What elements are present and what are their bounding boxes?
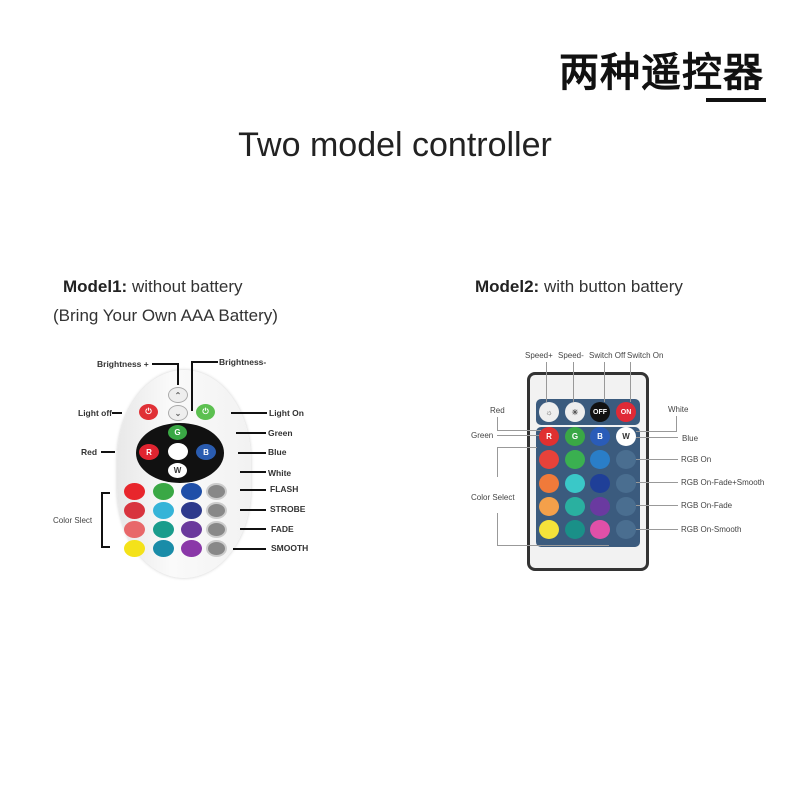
label-switch-on: Switch On bbox=[627, 351, 664, 360]
color-button[interactable] bbox=[181, 521, 202, 538]
red-button[interactable]: R bbox=[139, 444, 159, 460]
label-smooth: SMOOTH bbox=[271, 543, 309, 553]
label-blue-2: Blue bbox=[682, 434, 699, 443]
color-button[interactable] bbox=[124, 540, 145, 557]
blue-button-2[interactable]: B bbox=[590, 427, 610, 446]
model2-desc: with button battery bbox=[539, 277, 683, 296]
label-color-select: Color Slect bbox=[53, 516, 93, 525]
label-switch-off: Switch Off bbox=[589, 351, 626, 360]
speed-up-button[interactable]: ☼ bbox=[539, 402, 559, 422]
green-button-2[interactable]: G bbox=[565, 427, 585, 446]
color-button[interactable] bbox=[539, 450, 559, 469]
green-button[interactable]: G bbox=[168, 425, 187, 440]
white-button-2[interactable]: W bbox=[616, 427, 636, 446]
color-button[interactable] bbox=[590, 520, 610, 539]
label-rgb-on: RGB On bbox=[681, 455, 712, 464]
color-button[interactable] bbox=[181, 502, 202, 519]
switch-off-button[interactable]: OFF bbox=[590, 402, 610, 422]
color-button[interactable] bbox=[181, 483, 202, 500]
chinese-title: 两种遥控器 bbox=[559, 50, 764, 96]
label-color-select-2: Color Select bbox=[471, 493, 515, 502]
color-button[interactable] bbox=[124, 502, 145, 519]
color-button[interactable] bbox=[565, 474, 585, 493]
model1-note: (Bring Your Own AAA Battery) bbox=[53, 306, 278, 325]
label-red: Red bbox=[81, 447, 98, 457]
speed-down-button[interactable]: ☀ bbox=[565, 402, 585, 422]
color-button[interactable] bbox=[565, 497, 585, 516]
mode-button[interactable] bbox=[206, 502, 227, 519]
label-blue: Blue bbox=[268, 447, 287, 457]
mode-button[interactable] bbox=[616, 450, 636, 469]
label-strobe: STROBE bbox=[270, 504, 306, 514]
color-button[interactable] bbox=[565, 450, 585, 469]
mode-button[interactable] bbox=[206, 521, 227, 538]
blue-button[interactable]: B bbox=[196, 444, 216, 460]
model1-name: Model1: bbox=[63, 277, 128, 296]
label-rgb-fade: RGB On-Fade bbox=[681, 501, 733, 510]
label-brightness-up: Brightness + bbox=[97, 359, 149, 369]
mode-button[interactable] bbox=[616, 520, 636, 539]
color-button[interactable] bbox=[539, 497, 559, 516]
mode-button[interactable] bbox=[206, 540, 227, 557]
label-speed-down: Speed- bbox=[558, 351, 584, 360]
color-button[interactable] bbox=[124, 521, 145, 538]
mode-button[interactable] bbox=[206, 483, 227, 500]
color-button[interactable] bbox=[124, 483, 145, 500]
color-button[interactable] bbox=[153, 540, 174, 557]
color-button[interactable] bbox=[153, 521, 174, 538]
color-button[interactable] bbox=[539, 474, 559, 493]
color-button[interactable] bbox=[153, 483, 174, 500]
label-flash: FLASH bbox=[270, 484, 299, 494]
switch-on-button[interactable]: ON bbox=[616, 402, 636, 422]
color-button[interactable] bbox=[590, 450, 610, 469]
brightness-down-button[interactable]: ⌄ bbox=[168, 405, 188, 421]
color-button[interactable] bbox=[565, 520, 585, 539]
color-button[interactable] bbox=[590, 474, 610, 493]
mode-button[interactable] bbox=[616, 474, 636, 493]
label-fade: FADE bbox=[271, 524, 294, 534]
model2-name: Model2: bbox=[475, 277, 540, 296]
color-button[interactable] bbox=[539, 520, 559, 539]
color-button[interactable] bbox=[153, 502, 174, 519]
label-rgb-smooth: RGB On-Smooth bbox=[681, 525, 742, 534]
title-underline bbox=[706, 98, 766, 102]
label-brightness-down: Brightness- bbox=[219, 357, 267, 367]
label-light-off: Light off bbox=[78, 408, 112, 418]
model1-desc: without battery bbox=[127, 277, 243, 296]
model1-heading: Model1: without battery bbox=[63, 277, 243, 297]
brightness-up-button[interactable]: ⌃ bbox=[168, 387, 188, 403]
color-button[interactable] bbox=[181, 540, 202, 557]
label-white-2: White bbox=[668, 405, 689, 414]
light-on-button[interactable]: ⏻ bbox=[196, 404, 215, 420]
label-green-2: Green bbox=[471, 431, 494, 440]
color-button[interactable] bbox=[590, 497, 610, 516]
label-speed-up: Speed+ bbox=[525, 351, 553, 360]
red-button-2[interactable]: R bbox=[539, 427, 559, 446]
label-green: Green bbox=[268, 428, 293, 438]
label-white: White bbox=[268, 468, 292, 478]
label-red-2: Red bbox=[490, 406, 505, 415]
center-button[interactable] bbox=[168, 443, 188, 460]
white-button[interactable]: W bbox=[168, 463, 187, 478]
model2-heading: Model2: with button battery bbox=[475, 277, 683, 297]
light-off-button[interactable]: ⏻ bbox=[139, 404, 158, 420]
mode-button[interactable] bbox=[616, 497, 636, 516]
english-title: Two model controller bbox=[238, 126, 552, 164]
label-rgb-fade-smooth: RGB On-Fade+Smooth bbox=[681, 478, 765, 487]
label-light-on: Light On bbox=[269, 408, 304, 418]
